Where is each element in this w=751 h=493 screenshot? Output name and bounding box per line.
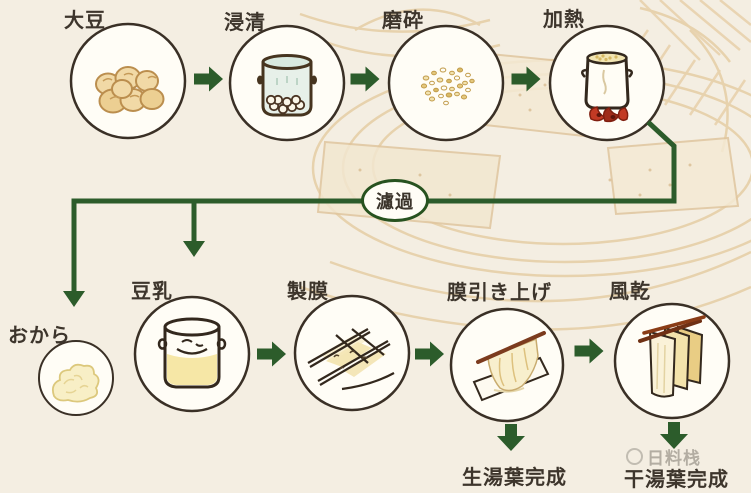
label-air-drying: 風乾 (609, 279, 651, 303)
label-soaking: 浸清 (224, 10, 266, 34)
label-filtration: 濾過 (376, 191, 414, 213)
label-fresh-yuba-complete: 生湯葉完成 (462, 465, 567, 489)
filtration-node: 濾過 (361, 179, 429, 222)
label-film-lifting: 膜引き上げ (447, 280, 552, 304)
label-dried-yuba-complete: 干湯葉完成 (624, 467, 729, 491)
air-drying-sheets-icon (613, 302, 731, 420)
watermark-text: 日料栈 (647, 449, 701, 469)
ground-soybeans-icon (387, 24, 505, 142)
heating-pot-icon (548, 24, 666, 142)
soaking-pot-icon (228, 24, 346, 142)
film-tray-icon (293, 294, 411, 412)
label-heating: 加熱 (543, 7, 585, 31)
label-soymilk: 豆乳 (131, 279, 173, 303)
watermark-logo-icon (626, 448, 643, 465)
label-grinding: 磨砕 (382, 8, 424, 32)
label-film-forming: 製膜 (287, 279, 329, 303)
label-soybeans: 大豆 (64, 8, 106, 32)
watermark: 日料栈 (626, 444, 701, 469)
soybeans-icon (69, 22, 187, 140)
okara-pulp-icon (38, 340, 114, 416)
soymilk-pot-icon (133, 295, 251, 413)
label-okara: おから (8, 323, 71, 347)
film-lifting-icon (449, 307, 565, 423)
